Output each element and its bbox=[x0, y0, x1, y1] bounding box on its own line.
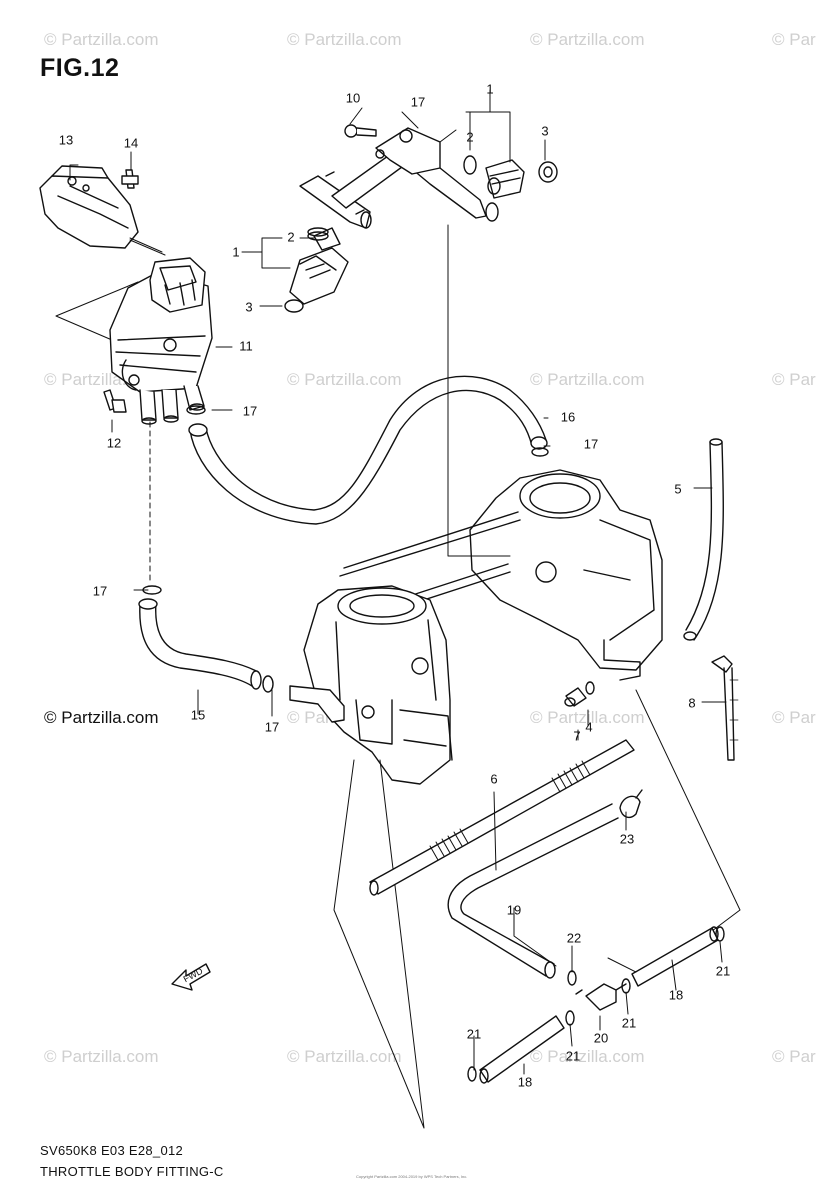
callout-23: 23 bbox=[619, 831, 635, 847]
callout-19: 19 bbox=[506, 902, 522, 918]
forward-arrow-icon bbox=[171, 963, 211, 991]
hose-19 bbox=[447, 803, 619, 979]
callout-6: 6 bbox=[490, 771, 498, 787]
copyright-notice: Copyright Partzilla.com 2004-2019 by WPS… bbox=[356, 1174, 468, 1179]
callout-18: 18 bbox=[668, 987, 684, 1003]
hose-18-upper bbox=[631, 926, 719, 987]
callout-11: 11 bbox=[239, 338, 253, 354]
joint-20 bbox=[575, 983, 627, 1011]
diagram-subtitle: THROTTLE BODY FITTING-C bbox=[40, 1164, 224, 1179]
cable-tie-8 bbox=[711, 655, 739, 761]
callout-10: 10 bbox=[345, 90, 361, 106]
callout-20: 20 bbox=[593, 1030, 609, 1046]
clamp-21 bbox=[715, 926, 725, 942]
clamp-21 bbox=[467, 1066, 477, 1082]
callout-17: 17 bbox=[92, 583, 108, 599]
clamp-23 bbox=[619, 789, 643, 819]
bracket-13 bbox=[39, 165, 139, 249]
callout-5: 5 bbox=[674, 481, 682, 497]
figure-title: FIG.12 bbox=[40, 54, 120, 82]
hose-16 bbox=[188, 375, 548, 525]
callout-2: 2 bbox=[287, 229, 295, 245]
hose-15 bbox=[138, 598, 262, 690]
callout-3: 3 bbox=[245, 299, 253, 315]
watermark: © Partzilla.com bbox=[530, 708, 645, 727]
watermark: © Par bbox=[772, 30, 816, 49]
callout-12: 12 bbox=[106, 435, 122, 451]
callout-18: 18 bbox=[517, 1074, 533, 1090]
clamp-21 bbox=[565, 1010, 575, 1026]
callout-15: 15 bbox=[190, 707, 206, 723]
watermark: © Partzilla.com bbox=[44, 1047, 159, 1066]
hose-6 bbox=[369, 739, 635, 896]
callout-17: 17 bbox=[264, 719, 280, 735]
brand-watermark: © Partzilla.com bbox=[44, 708, 159, 727]
callout-21: 21 bbox=[466, 1026, 482, 1042]
callout-13: 13 bbox=[58, 132, 74, 148]
cap-7 bbox=[564, 687, 587, 707]
callout-2: 2 bbox=[466, 129, 474, 145]
callout-21: 21 bbox=[715, 963, 731, 979]
clamp-22 bbox=[567, 970, 577, 986]
watermark: © Partzilla.com bbox=[530, 1047, 645, 1066]
injector-1-lower bbox=[284, 227, 349, 313]
callout-4: 4 bbox=[585, 719, 593, 735]
o-ring-2-upper bbox=[463, 155, 477, 175]
watermark: © Par bbox=[772, 370, 816, 389]
diagram-code: SV650K8 E03 E28_012 bbox=[40, 1143, 184, 1158]
callout-16: 16 bbox=[560, 409, 576, 425]
hose-5 bbox=[683, 438, 724, 641]
callout-17: 17 bbox=[242, 403, 258, 419]
watermark: © Partzilla.com bbox=[530, 30, 645, 49]
watermark: © Partzilla.com bbox=[44, 30, 159, 49]
callout-9: 17 bbox=[410, 94, 426, 110]
callout-14: 14 bbox=[123, 135, 139, 151]
isc-valve-11 bbox=[109, 257, 213, 425]
callout-21: 21 bbox=[621, 1015, 637, 1031]
watermark: © Partzilla.com bbox=[530, 370, 645, 389]
callout-7: 7 bbox=[573, 728, 581, 744]
callout-22: 22 bbox=[566, 930, 582, 946]
watermark: © Par bbox=[772, 708, 816, 727]
callout-17: 17 bbox=[583, 436, 599, 452]
callout-3: 3 bbox=[541, 123, 549, 139]
watermark: © Partzilla.com bbox=[287, 1047, 402, 1066]
watermark: © Partzilla.com bbox=[287, 30, 402, 49]
cap-3-upper bbox=[538, 161, 558, 183]
callout-21: 21 bbox=[565, 1048, 581, 1064]
o-ring-2-lower bbox=[307, 227, 329, 241]
callout-1: 1 bbox=[486, 81, 494, 97]
clamp-17 bbox=[262, 675, 274, 693]
screw-10 bbox=[344, 124, 377, 138]
watermark: © Partzilla.com bbox=[287, 370, 402, 389]
bolt-14 bbox=[121, 169, 139, 189]
hose-18-lower bbox=[479, 1015, 565, 1084]
fuel-delivery-pipe-9 bbox=[299, 127, 499, 229]
clamp-17 bbox=[186, 405, 206, 415]
screw-12 bbox=[103, 389, 127, 413]
callout-1: 1 bbox=[232, 244, 240, 260]
callout-8: 8 bbox=[688, 695, 696, 711]
clamp-17 bbox=[531, 447, 549, 457]
watermark: © Par bbox=[772, 1047, 816, 1066]
clip-4 bbox=[585, 681, 595, 695]
throttle-body bbox=[289, 469, 663, 785]
injector-1-upper bbox=[485, 159, 525, 199]
